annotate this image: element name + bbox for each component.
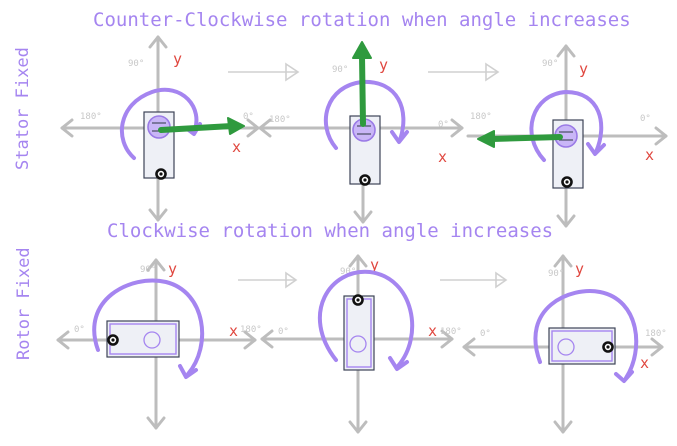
- rotation-arrow: [119, 88, 199, 160]
- flow-arrow-top-2: [428, 62, 500, 82]
- deg-90-label: 90°: [140, 265, 156, 275]
- deg-180-label: 180°: [645, 329, 667, 339]
- stator-panel-3: x y 90° 180° 0°: [466, 44, 668, 228]
- deg-0-label: 0°: [438, 120, 449, 130]
- x-axis-label: x: [232, 138, 241, 156]
- reference-dot: [107, 334, 119, 346]
- rotor-panel-3: x y 90° 0° 180°: [462, 254, 667, 434]
- stator-panel-1: x y 90° 180° 0°: [60, 35, 260, 222]
- deg-0-label: 0°: [640, 114, 651, 124]
- deg-0-label: 0°: [74, 325, 85, 335]
- x-axis-label: x: [428, 322, 437, 340]
- deg-90-label: 90°: [548, 269, 564, 279]
- y-axis-label: y: [370, 256, 379, 274]
- deg-180-label: 180°: [440, 327, 462, 337]
- deg-90-label: 90°: [332, 65, 348, 75]
- bottom-title: Clockwise rotation when angle increases: [107, 220, 554, 242]
- reference-dot: [359, 174, 371, 186]
- vector-arrow: [158, 123, 235, 133]
- deg-180-label: 180°: [269, 115, 291, 125]
- vector-arrow: [489, 134, 563, 142]
- reference-dot: [602, 341, 614, 353]
- reference-dot: [352, 294, 364, 306]
- y-axis-label: y: [379, 56, 388, 74]
- top-title: Counter-Clockwise rotation when angle in…: [93, 9, 631, 31]
- y-axis-label: y: [168, 260, 177, 278]
- x-axis-label: x: [438, 148, 447, 166]
- deg-0-label: 0°: [278, 327, 289, 337]
- rotor-body: [343, 295, 375, 371]
- x-axis-label: x: [645, 146, 654, 164]
- deg-90-label: 90°: [542, 59, 558, 69]
- x-axis-label: x: [640, 354, 649, 372]
- y-axis-label: y: [575, 260, 584, 278]
- flow-arrow-top-1: [228, 62, 300, 82]
- deg-90-label: 90°: [340, 267, 356, 277]
- stator-panel-2: x y 90° 180° 0°: [258, 41, 464, 224]
- deg-90-label: 90°: [128, 59, 144, 69]
- rotation-arrow: [92, 278, 205, 376]
- reference-dot: [561, 176, 573, 188]
- rotor-panel-2: x y 90° 0° 180°: [260, 254, 462, 434]
- y-axis-label: y: [579, 60, 588, 78]
- rotation-arrow: [317, 269, 415, 368]
- deg-0-label: 0°: [480, 329, 491, 339]
- rotor-body: [106, 320, 180, 358]
- deg-0-label: 0°: [243, 112, 254, 122]
- deg-180-label: 180°: [470, 112, 492, 122]
- reference-dot: [155, 168, 167, 180]
- deg-180-label: 180°: [240, 325, 262, 335]
- rotation-arrow: [533, 289, 639, 380]
- vector-arrow: [359, 53, 366, 127]
- flow-arrow-bottom-2: [440, 271, 508, 289]
- flow-arrow-bottom-1: [238, 271, 298, 289]
- deg-180-label: 180°: [80, 112, 102, 122]
- x-axis-label: x: [229, 322, 238, 340]
- y-axis-label: y: [173, 50, 182, 68]
- rotor-panel-1: x y 90° 0° 180°: [56, 258, 262, 430]
